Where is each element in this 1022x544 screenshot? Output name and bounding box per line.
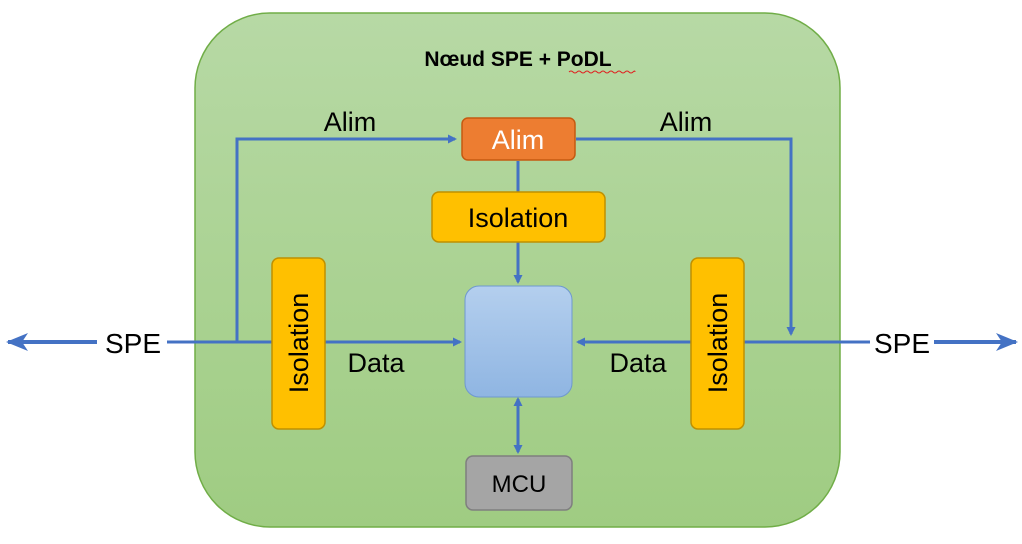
isolation-top-label: Isolation	[468, 203, 569, 233]
isolation-left-block	[271, 257, 326, 430]
spellcheck-underline	[568, 70, 636, 74]
data-right-label: Data	[609, 348, 667, 378]
isolation-right-label: Isolation	[703, 293, 733, 394]
spe-left-label: SPE	[105, 328, 161, 359]
isolation-top-block	[431, 191, 606, 243]
alim-block-label: Alim	[492, 125, 545, 155]
isolation-right-block	[690, 257, 745, 430]
alim-right-path	[576, 137, 796, 336]
node-title: Nœud SPE + PoDL	[424, 48, 611, 71]
isolation-left-label: Isolation	[284, 293, 314, 394]
mcu-label: MCU	[492, 471, 547, 498]
data-left-label: Data	[347, 348, 405, 378]
alim-left-path	[235, 134, 457, 342]
alim-block	[461, 117, 576, 161]
spe-right-label: SPE	[874, 328, 930, 359]
mcu-block	[465, 455, 573, 511]
alim-right-label: Alim	[660, 107, 713, 137]
alim-left-label: Alim	[324, 107, 377, 137]
center-block	[464, 285, 573, 398]
